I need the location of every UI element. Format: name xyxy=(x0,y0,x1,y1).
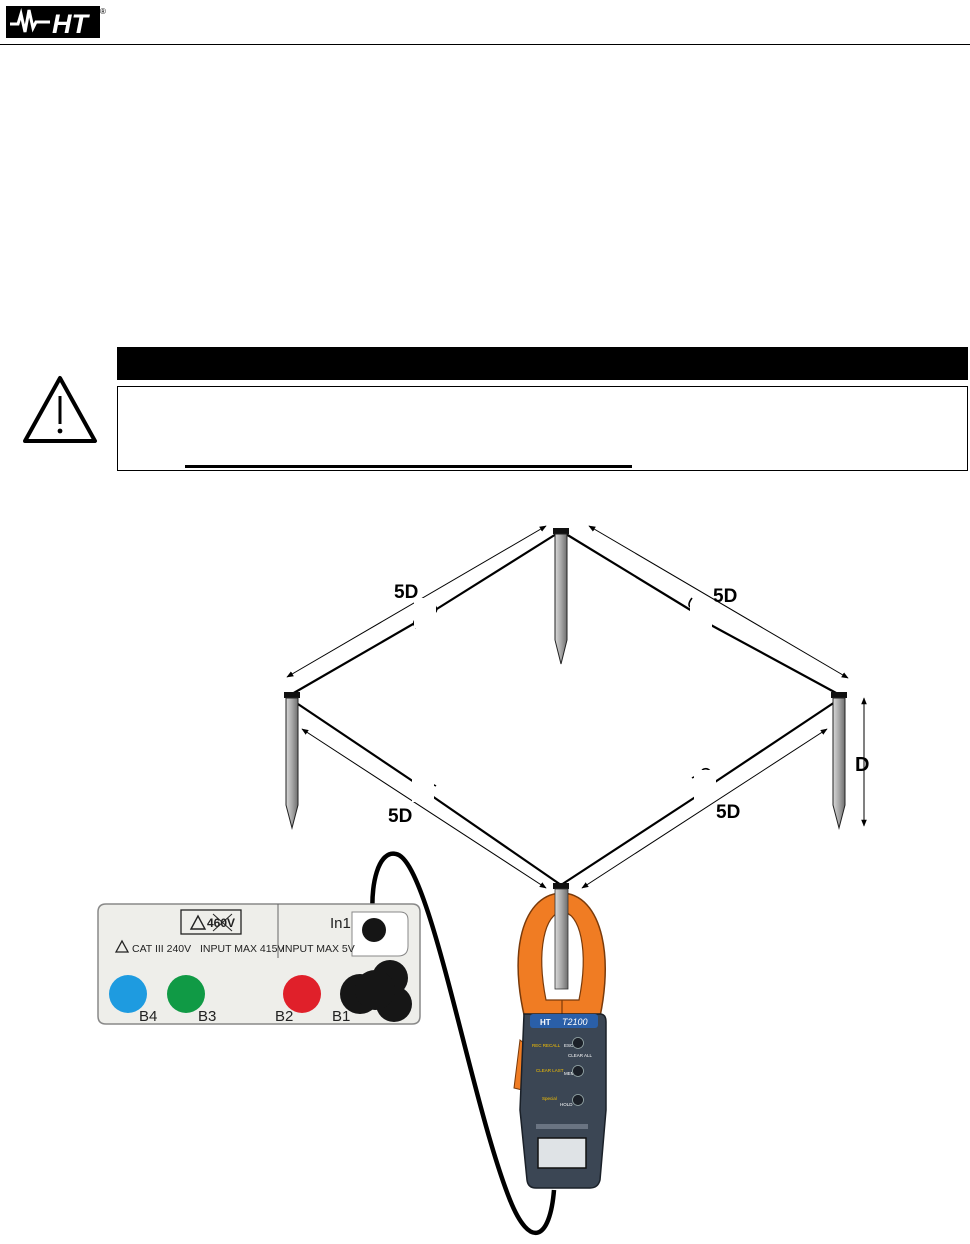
cat-rating: CAT III 240V xyxy=(132,943,191,955)
terminal-label-b2: B2 xyxy=(275,1008,293,1025)
page-header: HT ® xyxy=(0,0,970,46)
test-lead-cable xyxy=(370,851,557,1235)
earth-stake-right xyxy=(831,692,847,830)
clamp-mem-button[interactable] xyxy=(572,1065,584,1077)
terminal-b2[interactable] xyxy=(283,975,321,1013)
terminal-label-b1: B1 xyxy=(332,1008,350,1025)
caution-underline xyxy=(185,465,632,468)
clamp-clear-label: CLEAR ALL xyxy=(568,1053,593,1058)
input-label-in1: In1 xyxy=(330,915,351,932)
clamp-esc-button[interactable] xyxy=(572,1037,584,1049)
earth-stake-center-cap xyxy=(553,883,569,889)
distance-label-bottom-right: 5D xyxy=(716,802,740,823)
clamp-meter: HT T2100 REC RECALL ESC CLEAR ALL CLEAR … xyxy=(513,888,607,1189)
distance-arrows xyxy=(286,525,867,889)
clamp-esc-label: ESC xyxy=(564,1043,574,1048)
input-max-right: INPUT MAX 5V xyxy=(282,943,355,955)
earth-stake-top xyxy=(553,528,569,665)
terminal-label-b4: B4 xyxy=(139,1008,157,1025)
clamp-hold-label: HOLD xyxy=(560,1102,573,1107)
depth-label: D xyxy=(855,754,869,776)
distance-label-top-right: 5D xyxy=(713,586,737,607)
clamp-recall-label: REC RECALL xyxy=(532,1043,561,1048)
earth-stake-left xyxy=(284,692,300,830)
distance-label-top-left: 5D xyxy=(394,582,418,603)
clamp-hold-button[interactable] xyxy=(572,1094,584,1106)
terminal-label-b3: B3 xyxy=(198,1008,216,1025)
ht-logo: HT ® xyxy=(6,6,106,39)
clamp-mem-label: MEM xyxy=(564,1071,575,1076)
input-max-left: INPUT MAX 415V xyxy=(200,943,284,955)
logo-text: HT xyxy=(52,9,90,39)
terminal-b4[interactable] xyxy=(109,975,147,1013)
warning-icon xyxy=(23,376,97,443)
terminal-b3[interactable] xyxy=(167,975,205,1013)
caution-title-bar xyxy=(117,347,968,380)
badge-voltage: 460V xyxy=(207,916,235,930)
header-rule xyxy=(0,44,970,45)
clamp-model: T2100 xyxy=(562,1017,588,1027)
caution-box xyxy=(117,386,968,471)
clamp-brand: HT xyxy=(540,1018,551,1027)
terminal-b1[interactable] xyxy=(340,960,412,1022)
clamp-special-label: Special xyxy=(542,1096,557,1101)
distance-label-bottom-left: 5D xyxy=(388,806,412,827)
instrument-panel: 460V In1 CAT III 240V INPUT MAX 415V INP… xyxy=(97,903,421,1025)
clamp-display xyxy=(537,1137,587,1169)
clamp-clear-last-label: CLEAR LAST xyxy=(536,1068,564,1073)
registered-mark: ® xyxy=(100,7,106,16)
